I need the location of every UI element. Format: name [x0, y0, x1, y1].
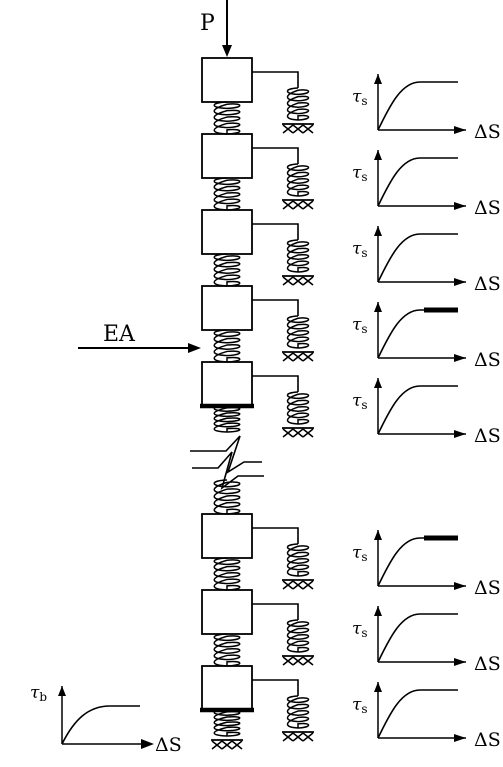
shaft-support-4 — [282, 351, 314, 362]
shaft-connector-8 — [252, 679, 299, 696]
shaft-displacement-label-5: ΔS — [474, 425, 501, 447]
shaft-support-5 — [282, 427, 314, 438]
axial-spring-2 — [213, 177, 241, 211]
shaft-spring-6 — [286, 543, 310, 577]
shaft-spring-5 — [286, 391, 310, 425]
shaft-displacement-label-1: ΔS — [474, 121, 501, 143]
axial-spring-4 — [213, 329, 241, 363]
load-label-p: P — [200, 11, 215, 36]
stress-displacement-curve-4 — [374, 302, 466, 362]
break-symbol-bottom — [192, 451, 264, 491]
shaft-support-8 — [282, 731, 314, 742]
shaft-connector-2 — [252, 147, 299, 164]
axial-spring-5 — [213, 405, 241, 433]
shaft-stress-label-5: τs — [352, 391, 368, 412]
stress-displacement-curve-5 — [374, 378, 466, 438]
shaft-displacement-label-2: ΔS — [474, 197, 501, 219]
pile-element-8 — [201, 665, 253, 711]
shaft-displacement-label-4: ΔS — [474, 349, 501, 371]
base-curve-y-arrow — [58, 686, 66, 696]
axial-spring-8 — [213, 709, 241, 737]
diagram-lines — [58, 0, 466, 750]
stiffness-label-ea: EA — [103, 322, 136, 347]
load-arrow-head — [222, 45, 232, 57]
pile-element-1 — [201, 57, 253, 103]
shaft-connector-1 — [252, 71, 299, 88]
stress-displacement-curve-8 — [374, 682, 466, 742]
shaft-support-1 — [282, 123, 314, 134]
shaft-connector-6 — [252, 527, 299, 544]
pile-element-4 — [201, 285, 253, 331]
axial-spring-1 — [213, 101, 241, 135]
shaft-displacement-label-3: ΔS — [474, 273, 501, 295]
shaft-stress-label-4: τs — [352, 315, 368, 336]
shaft-support-6 — [282, 579, 314, 590]
shaft-spring-8 — [286, 695, 310, 729]
shaft-spring-1 — [286, 87, 310, 121]
shaft-displacement-label-7: ΔS — [474, 653, 501, 675]
pile-element-2 — [201, 133, 253, 179]
shaft-stress-label-3: τs — [352, 239, 368, 260]
stress-displacement-curve-3 — [374, 226, 466, 286]
shaft-spring-4 — [286, 315, 310, 349]
shaft-connector-7 — [252, 603, 299, 620]
shaft-displacement-label-6: ΔS — [474, 577, 501, 599]
shaft-connector-4 — [252, 299, 299, 316]
shaft-stress-label-8: τs — [352, 695, 368, 716]
shaft-stress-label-1: τs — [352, 87, 368, 108]
base-support — [211, 739, 243, 750]
pile-element-6 — [201, 513, 253, 559]
shaft-stress-label-6: τs — [352, 543, 368, 564]
base-curve-x-arrow — [141, 739, 154, 749]
axial-spring-break — [213, 479, 241, 515]
base-displacement-label: ΔS — [155, 734, 182, 756]
shaft-spring-2 — [286, 163, 310, 197]
stress-displacement-curve-2 — [374, 150, 466, 210]
axial-spring-7 — [213, 633, 241, 667]
pile-element-7 — [201, 589, 253, 635]
stiffness-arrow-head — [188, 343, 201, 353]
shaft-support-7 — [282, 655, 314, 666]
shaft-support-2 — [282, 199, 314, 210]
shaft-spring-7 — [286, 619, 310, 653]
shaft-support-3 — [282, 275, 314, 286]
shaft-connector-3 — [252, 223, 299, 240]
shaft-stress-label-7: τs — [352, 619, 368, 640]
shaft-stress-label-2: τs — [352, 163, 368, 184]
shaft-spring-3 — [286, 239, 310, 273]
base-stress-label: τb — [30, 683, 47, 704]
axial-spring-3 — [213, 253, 241, 287]
stress-displacement-curve-6 — [374, 530, 466, 590]
pile-element-5 — [201, 361, 253, 407]
shaft-displacement-label-8: ΔS — [474, 729, 501, 751]
break-symbol-top — [190, 435, 262, 474]
base-stress-curve — [61, 705, 140, 745]
axial-spring-6 — [213, 557, 241, 591]
stress-displacement-curve-1 — [374, 74, 466, 134]
stress-displacement-curve-7 — [374, 606, 466, 666]
shaft-connector-5 — [252, 375, 299, 392]
pile-element-3 — [201, 209, 253, 255]
